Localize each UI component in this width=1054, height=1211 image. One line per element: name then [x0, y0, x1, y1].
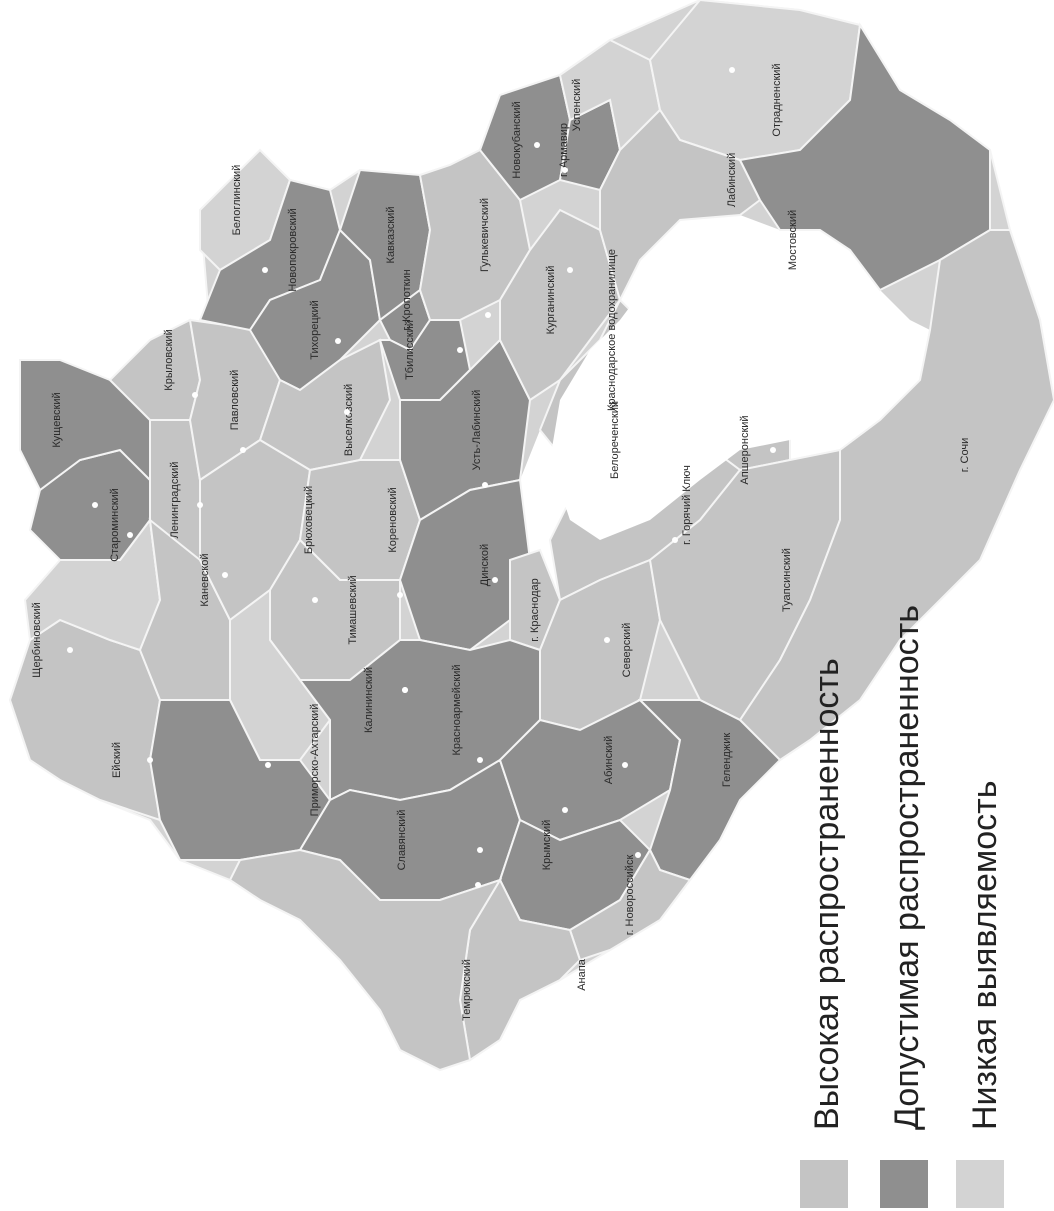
district-label-15: Калининский — [363, 667, 375, 733]
district-center-dot-38 — [477, 847, 483, 853]
district-label-34: Северский — [621, 623, 633, 678]
district-label-12: Брюховецкий — [303, 486, 315, 554]
district-center-dot-20 — [482, 482, 488, 488]
district-center-dot-6 — [222, 572, 228, 578]
district-label-16: Приморско-Ахтарский — [309, 704, 321, 817]
district-label-11: Выселковский — [343, 384, 355, 456]
district-label-3: Кущевский — [51, 392, 63, 447]
district-center-dot-28 — [729, 67, 735, 73]
district-center-dot-24 — [567, 267, 573, 273]
district-label-19: Тбилисский — [404, 320, 416, 380]
district-label-27: Успенский — [571, 79, 583, 132]
legend-label-high: Высокая распространенность — [808, 658, 846, 1130]
district-center-dot-10 — [335, 338, 341, 344]
legend-swatch-high — [800, 1160, 848, 1208]
district-label-24: Курганинский — [545, 266, 557, 335]
district-label-29: Лабинский — [726, 153, 738, 207]
district-center-dot-34 — [604, 637, 610, 643]
legend: Высокая распространенность Допустимая ра… — [800, 605, 1004, 1208]
district-label-22: г. Краснодар — [529, 578, 541, 642]
region-ust-labinsky[interactable] — [399, 338, 532, 522]
district-center-dot-44 — [475, 882, 481, 888]
district-center-dot-2 — [127, 532, 133, 538]
reservoir-overlay — [550, 245, 900, 540]
district-center-dot-7 — [240, 447, 246, 453]
legend-label-medium: Допустимая распространенность — [888, 605, 926, 1130]
district-label-10: Тихорецкий — [309, 300, 321, 360]
district-label-41: Геленджик — [721, 733, 733, 788]
district-label-42: г. Новороссийск — [624, 855, 636, 936]
district-center-dot-33 — [672, 537, 678, 543]
district-label-39: Абинский — [603, 736, 615, 784]
district-center-dot-3 — [92, 502, 98, 508]
region-sochi[interactable] — [738, 229, 1054, 762]
district-center-dot-9 — [262, 267, 268, 273]
district-label-30: Мостовский — [787, 210, 799, 270]
district-label-14: Тимашевский — [347, 575, 359, 644]
district-center-dot-40 — [562, 807, 568, 813]
district-center-dot-23 — [485, 312, 491, 318]
district-label-5: Ленинградский — [169, 462, 181, 539]
district-label-2: Староминский — [109, 488, 121, 562]
district-label-28: Отрадненский — [771, 63, 783, 136]
district-center-dot-37 — [477, 757, 483, 763]
district-label-38: Славянский — [396, 810, 408, 871]
district-label-32: Апшеронский — [739, 415, 751, 484]
district-center-dot-21 — [492, 577, 498, 583]
district-labels: ЕйскийЩербиновскийСтароминскийКущевскийК… — [31, 63, 971, 1020]
district-center-dot-12 — [312, 597, 318, 603]
district-label-43: Анапа — [576, 958, 588, 990]
district-center-dot-15 — [402, 687, 408, 693]
district-center-dot-32 — [770, 447, 776, 453]
district-center-dot-16 — [265, 762, 271, 768]
district-label-17: Кавказский — [385, 207, 397, 264]
district-label-8: Белоглинский — [231, 165, 243, 236]
district-label-26: г. Армавир — [558, 123, 570, 177]
region-labinsky[interactable] — [599, 108, 762, 303]
district-center-dot-5 — [197, 502, 203, 508]
district-center-dot-25 — [534, 142, 540, 148]
region-kushchevsky[interactable] — [19, 359, 151, 492]
district-label-37: Красноармейский — [451, 665, 463, 756]
district-label-7: Павловский — [229, 370, 241, 431]
legend-swatch-medium — [880, 1160, 928, 1208]
district-center-dot-19 — [457, 347, 463, 353]
district-label-20: Усть-Лабинский — [471, 390, 483, 471]
district-center-dot-4 — [192, 392, 198, 398]
reservoir-label: Краснодарское водохранилище — [606, 249, 618, 411]
district-label-40: Крымский — [541, 820, 553, 871]
district-label-36: г. Сочи — [959, 438, 971, 472]
district-label-13: Кореновский — [387, 487, 399, 552]
district-label-35: Туапсинский — [781, 548, 793, 612]
region-novorossiysk[interactable] — [568, 847, 692, 962]
district-label-33: г. Горячий Ключ — [681, 465, 693, 545]
district-label-18: г. Кропоткин — [401, 269, 413, 330]
district-center-dot-30 — [742, 232, 748, 238]
district-center-dot-11 — [344, 409, 350, 415]
district-label-0: Ейский — [111, 742, 123, 778]
region-temryuksky[interactable] — [228, 848, 503, 1072]
district-label-6: Каневской — [199, 553, 211, 606]
district-label-21: Динской — [479, 544, 491, 586]
district-label-1: Щербиновский — [31, 602, 43, 678]
district-center-dot-13 — [397, 592, 403, 598]
district-label-25: Новокубанский — [511, 101, 523, 178]
region-gelendzhik[interactable] — [637, 699, 782, 882]
district-label-44: Темрюкский — [461, 959, 473, 1021]
district-center-dot-39 — [622, 762, 628, 768]
legend-swatch-low — [956, 1160, 1004, 1208]
district-label-9: Новопокровский — [287, 208, 299, 291]
district-center-dot-31 — [607, 452, 613, 458]
legend-label-low: Низкая выявляемость — [966, 781, 1004, 1130]
district-center-dot-0 — [147, 757, 153, 763]
district-center-dot-42 — [635, 852, 641, 858]
district-center-dot-1 — [67, 647, 73, 653]
district-label-31: Белореченский — [609, 401, 621, 479]
district-center-dot-26 — [562, 167, 568, 173]
district-label-23: Гулькевичский — [479, 198, 491, 272]
district-label-4: Крыловский — [163, 329, 175, 390]
